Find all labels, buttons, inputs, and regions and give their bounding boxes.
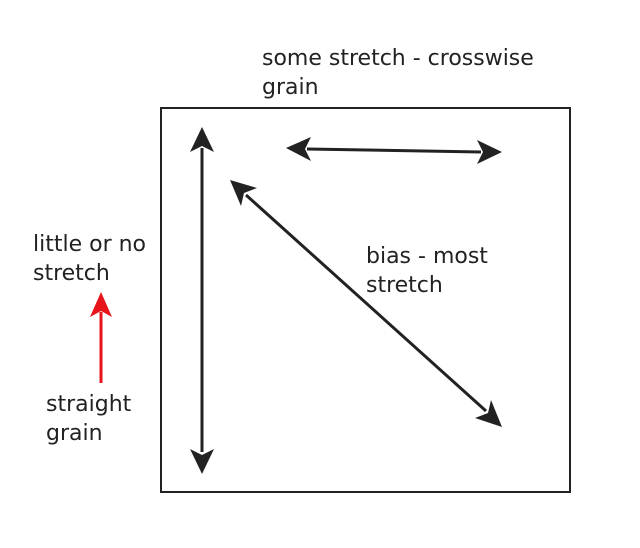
diagonal-double-arrow [230, 180, 502, 427]
red-up-arrow [90, 292, 112, 383]
straight-label-line2: grain [46, 421, 103, 446]
horizontal-double-arrow [286, 137, 502, 164]
bias-label-line2: stretch [366, 273, 443, 298]
fabric-square [160, 107, 571, 493]
bias-label-line1: bias - most [366, 244, 488, 269]
straight-label-line1: straight [46, 392, 132, 417]
crosswise-label-line1: some stretch - crosswise [262, 46, 534, 71]
little-label-line1: little or no [33, 232, 147, 257]
little-stretch-label: little or no stretch [33, 230, 146, 288]
straight-grain-label: straight grain [46, 390, 131, 448]
little-label-line2: stretch [33, 261, 110, 286]
bias-label: bias - most stretch [366, 242, 488, 300]
crosswise-grain-label: some stretch - crosswise grain [262, 44, 534, 102]
crosswise-label-line2: grain [262, 75, 319, 100]
vertical-double-arrow [190, 127, 214, 474]
